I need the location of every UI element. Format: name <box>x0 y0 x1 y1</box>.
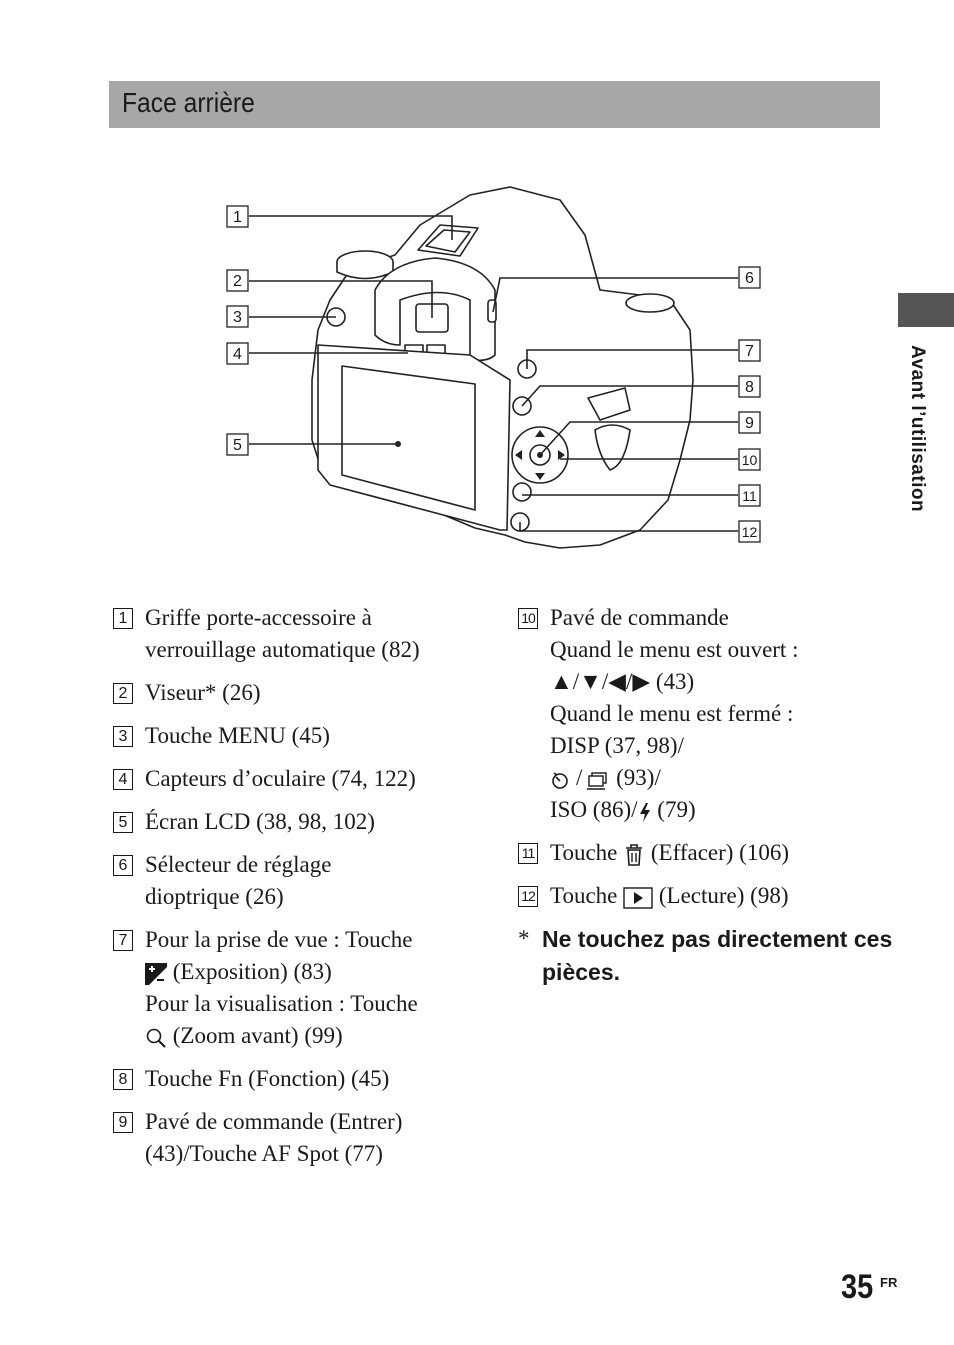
camera-rear-diagram: 1 2 3 4 5 6 7 8 9 10 11 12 <box>226 186 761 549</box>
warning-note: * Ne touchez pas directement ces pièces. <box>518 926 893 985</box>
item-number: 11 <box>518 843 538 864</box>
item-number: 3 <box>113 726 133 747</box>
item-number: 7 <box>113 930 133 951</box>
side-tab-marker <box>898 293 954 327</box>
list-item: 5 Écran LCD (38, 98, 102) <box>113 806 483 838</box>
item-number: 6 <box>113 855 133 876</box>
self-timer-icon <box>552 772 568 789</box>
list-item: 9 Pavé de commande (Entrer) (43)/Touche … <box>113 1106 483 1170</box>
callout-6: 6 <box>745 270 754 287</box>
trash-icon <box>626 843 643 866</box>
item-number: 2 <box>113 683 133 704</box>
item-number: 1 <box>113 608 133 629</box>
list-item: 12 Touche (Lecture) (98) <box>518 880 898 912</box>
list-item: 7 Pour la prise de vue : Touche (Exposit… <box>113 924 483 1052</box>
list-item: 11 Touche (Effacer) (106) <box>518 837 898 869</box>
item-number: 9 <box>113 1112 133 1133</box>
list-item: 3 Touche MENU (45) <box>113 720 483 752</box>
exposure-compensation-icon <box>145 962 167 985</box>
parts-list-left: 1 Griffe porte-accessoire à verrouillage… <box>113 602 483 1170</box>
list-item: 10 Pavé de commande Quand le menu est ou… <box>518 602 898 826</box>
playback-icon <box>623 887 653 909</box>
note-text: Ne touchez pas directement ces pièces. <box>542 926 893 985</box>
item-number: 8 <box>113 1069 133 1090</box>
callout-10: 10 <box>742 452 758 468</box>
list-item: 1 Griffe porte-accessoire à verrouillage… <box>113 602 483 666</box>
item-number: 4 <box>113 769 133 790</box>
drive-mode-icon <box>587 772 608 790</box>
page-language: FR <box>880 1275 898 1290</box>
callout-8: 8 <box>745 379 754 396</box>
section-title-bar: Face arrière <box>109 81 880 128</box>
callout-11: 11 <box>742 488 757 504</box>
callout-2: 2 <box>233 273 242 290</box>
list-item: 8 Touche Fn (Fonction) (45) <box>113 1063 483 1095</box>
callout-3: 3 <box>233 309 242 326</box>
callout-7: 7 <box>745 343 754 360</box>
item-number: 10 <box>518 608 538 629</box>
callout-12: 12 <box>742 524 758 540</box>
page-number: 35 <box>841 1268 874 1306</box>
parts-list-right: 10 Pavé de commande Quand le menu est ou… <box>518 602 898 989</box>
callout-5: 5 <box>233 437 242 454</box>
item-number: 12 <box>518 886 538 907</box>
list-item: 4 Capteurs d’oculaire (74, 122) <box>113 763 483 795</box>
callout-9: 9 <box>745 415 754 432</box>
item-number: 5 <box>113 812 133 833</box>
section-title: Face arrière <box>122 87 255 118</box>
callout-1: 1 <box>233 209 242 226</box>
list-item: 6 Sélecteur de réglage dioptrique (26) <box>113 849 483 913</box>
list-item: 2 Viseur* (26) <box>113 677 483 709</box>
callout-4: 4 <box>233 346 242 363</box>
zoom-magnifier-icon <box>146 1028 166 1048</box>
side-tab-label: Avant l’utilisation <box>907 345 928 513</box>
flash-icon <box>639 802 650 822</box>
